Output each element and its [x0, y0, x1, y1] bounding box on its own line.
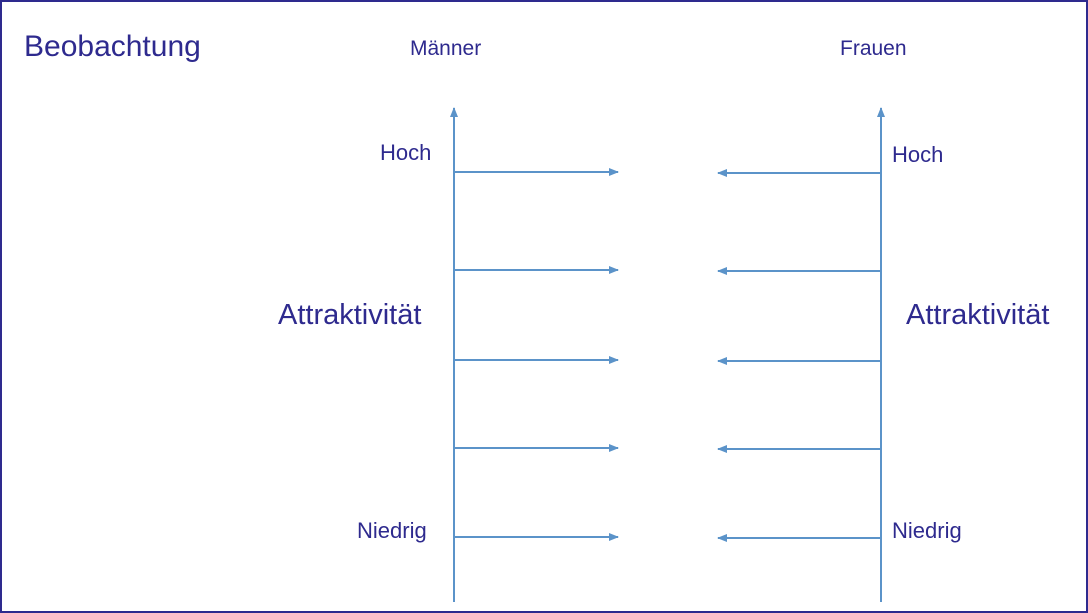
axis-label-right: Attraktivität: [906, 299, 1050, 331]
axis-label-left: Attraktivität: [278, 299, 422, 331]
scale-high-left: Hoch: [380, 140, 432, 165]
slide-title: Beobachtung: [24, 30, 201, 63]
scale-high-right: Hoch: [892, 142, 944, 167]
scale-low-left: Niedrig: [357, 518, 427, 543]
group-label-men: Männer: [410, 37, 482, 60]
scale-low-right: Niedrig: [892, 518, 962, 543]
group-label-women: Frauen: [840, 37, 907, 60]
